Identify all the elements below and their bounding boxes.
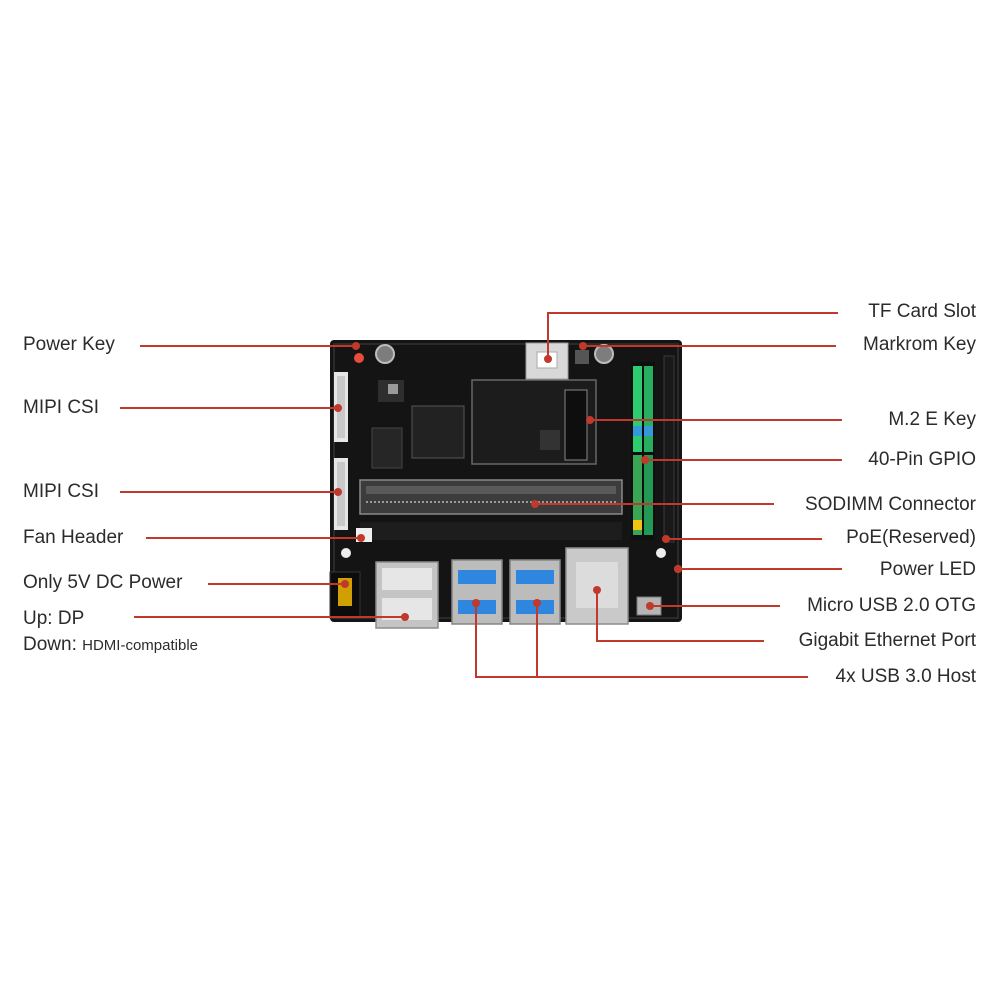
- label-down-prefix: Down:: [23, 634, 77, 655]
- leader-lines: [120, 312, 842, 678]
- mount-hole: [594, 344, 614, 364]
- mount-hole: [375, 344, 395, 364]
- label-micro-usb: Micro USB 2.0 OTG: [807, 595, 976, 616]
- label-down: Down: HDMI-compatible: [23, 634, 198, 657]
- label-power-key: Power Key: [23, 334, 115, 355]
- gpio-header: [631, 362, 655, 540]
- label-markrom-key: Markrom Key: [863, 334, 976, 355]
- label-dc-power: Only 5V DC Power: [23, 572, 183, 593]
- label-usb-host: 4x USB 3.0 Host: [835, 666, 976, 687]
- leader-endpoints: [334, 342, 682, 621]
- label-mipi-csi-1: MIPI CSI: [23, 397, 100, 418]
- label-gpio: 40-Pin GPIO: [868, 449, 976, 470]
- label-sodimm: SODIMM Connector: [804, 494, 976, 515]
- label-power-led: Power LED: [879, 559, 976, 580]
- label-ethernet: Gigabit Ethernet Port: [798, 630, 976, 651]
- label-fan-header: Fan Header: [23, 527, 124, 548]
- label-m2-e-key: M.2 E Key: [888, 409, 976, 430]
- sodimm-connector: [359, 479, 623, 515]
- label-up-dp: Up: DP: [23, 608, 85, 629]
- label-poe: PoE(Reserved): [846, 527, 976, 548]
- label-mipi-csi-2: MIPI CSI: [23, 481, 100, 502]
- usb-port: [509, 559, 561, 625]
- label-down-hdmi: HDMI-compatible: [82, 637, 199, 654]
- label-tf-card-slot: TF Card Slot: [868, 301, 976, 322]
